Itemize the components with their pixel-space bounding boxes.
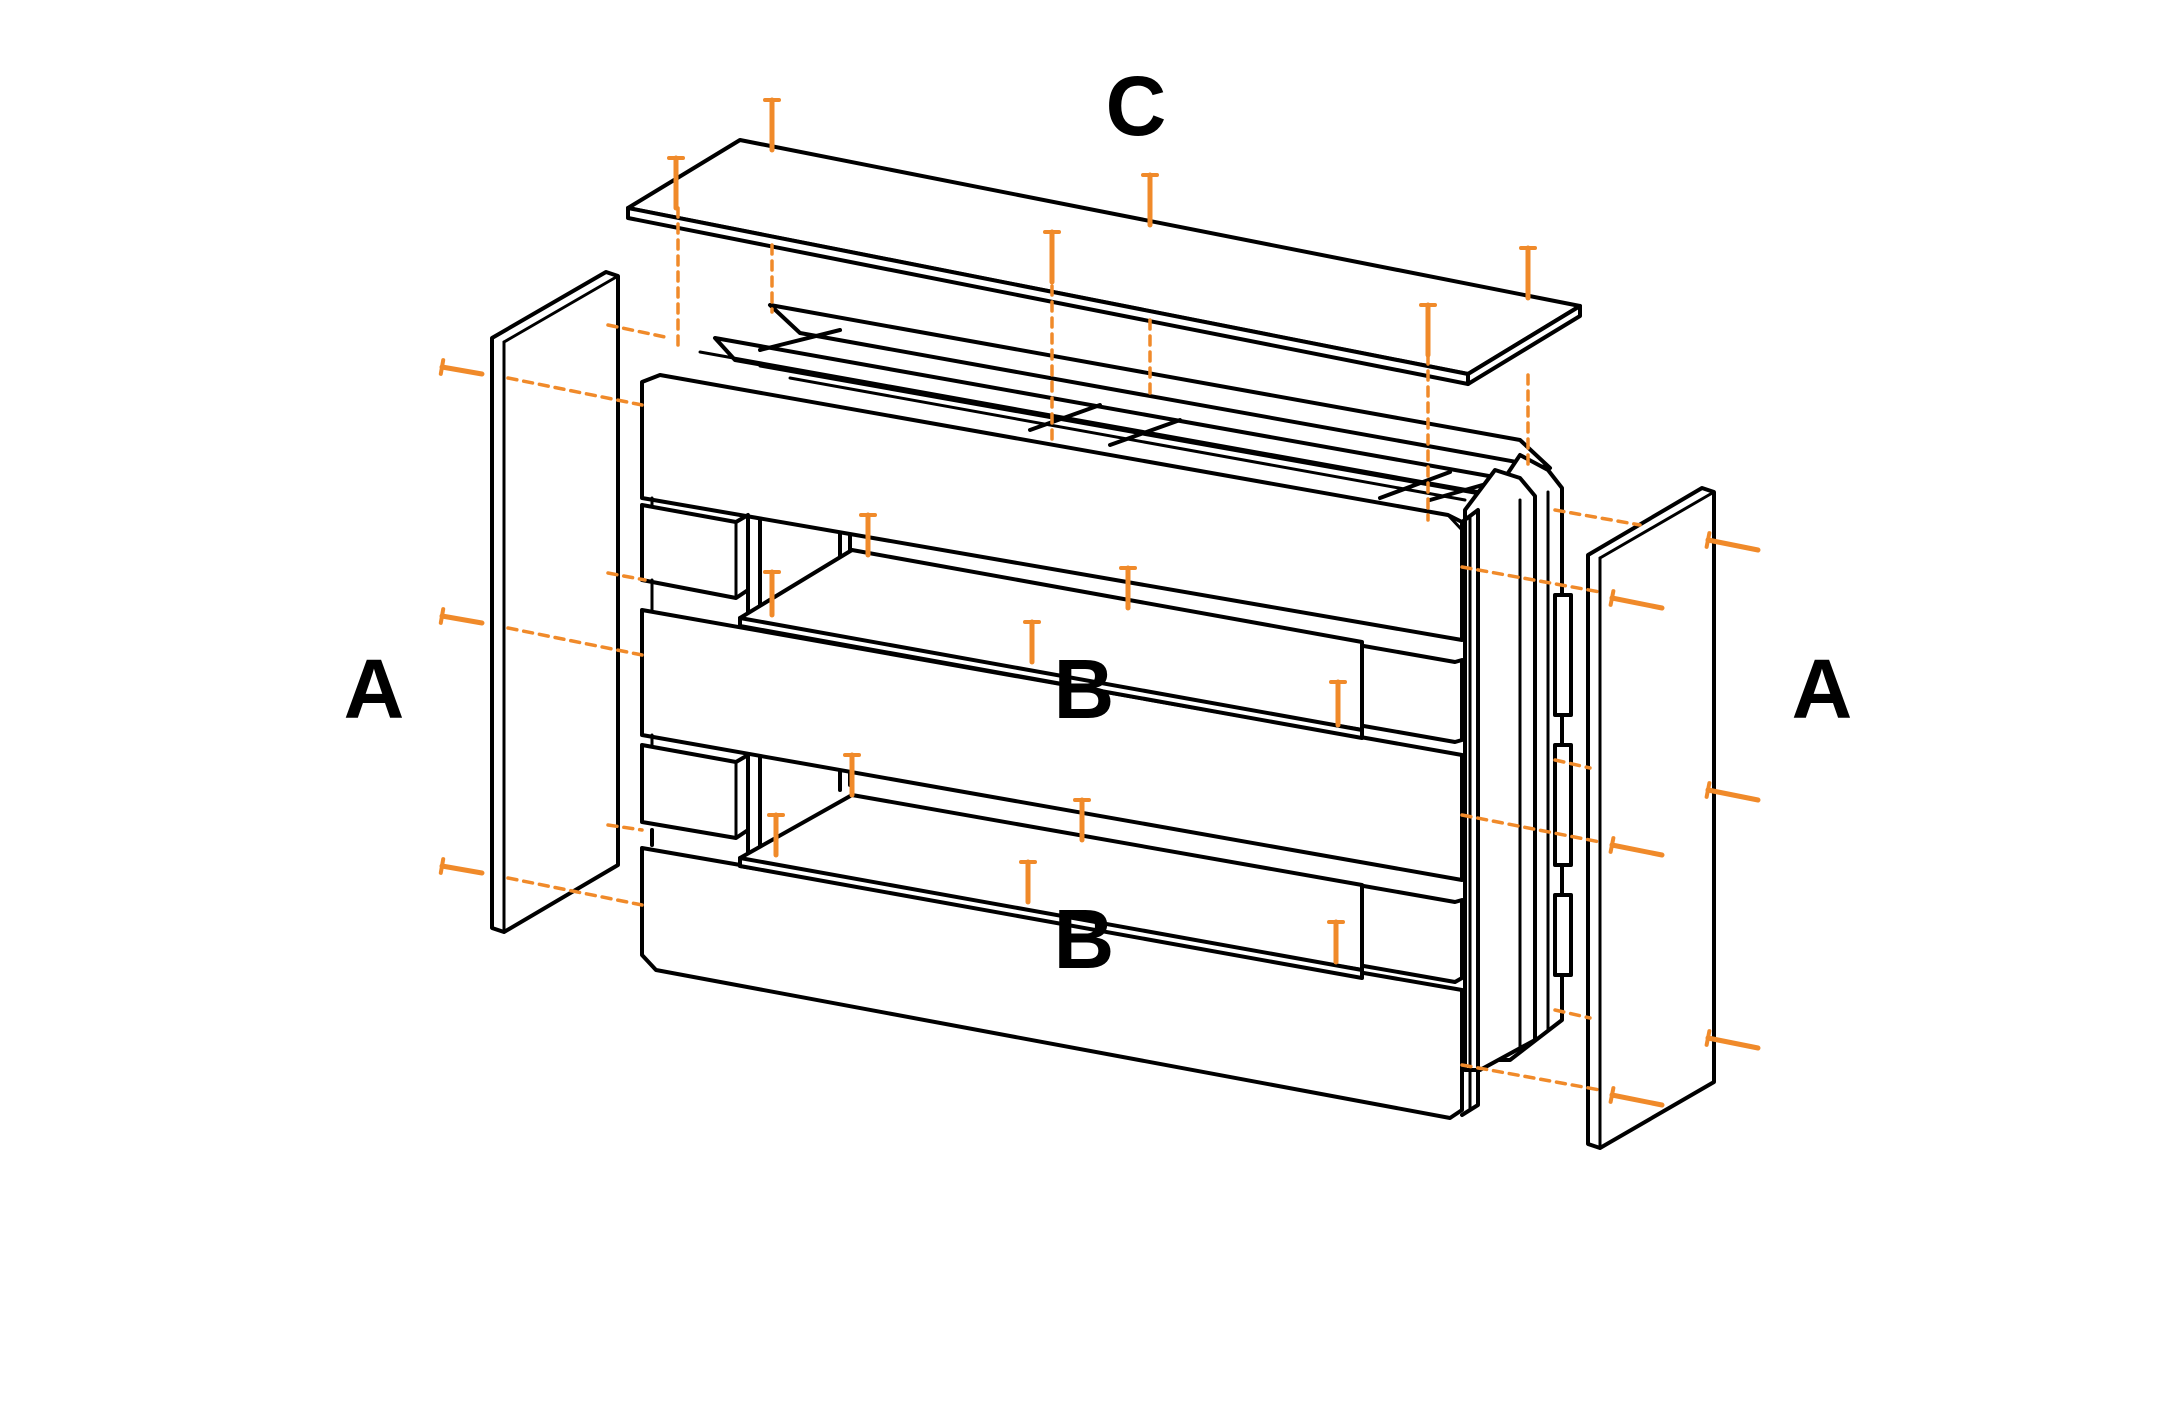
pallet-body (640, 303, 1573, 1120)
lower-shelf-b (738, 793, 1364, 980)
wood-screw-icon (1043, 229, 1061, 285)
right-side-panel-a (1586, 486, 1716, 1150)
wood-screw-icon (1327, 919, 1345, 965)
wood-screw-icon (859, 512, 877, 558)
guide-line (606, 571, 647, 582)
guide-line (1460, 565, 1602, 594)
wood-screw-icon (1608, 836, 1665, 858)
wood-screw-icon (1329, 679, 1347, 728)
guide-line (606, 823, 644, 832)
front-top-slat-bevel (1446, 513, 1464, 532)
wood-screw-icon (1419, 302, 1437, 358)
right-panel-top (1598, 490, 1716, 560)
guide-line (506, 876, 644, 907)
label-middle-shelf: B (1054, 642, 1115, 736)
label-lower-shelf: B (1054, 892, 1115, 986)
guide-line (1553, 508, 1642, 527)
wood-screw-icon (667, 155, 685, 211)
cross-block-top-1 (758, 328, 842, 352)
guide-line (606, 323, 667, 339)
wood-screw-icon (1519, 245, 1537, 301)
top-inner-rail-2 (758, 364, 1482, 496)
guide-lines (506, 206, 1642, 1092)
wood-screw-icon (843, 752, 861, 798)
guide-line (1553, 758, 1592, 770)
left-block-lower (640, 743, 750, 840)
right-back-block-3 (1553, 893, 1573, 977)
wood-screw-icon (767, 812, 785, 858)
top-panel-board (626, 138, 1582, 376)
wood-screw-icon (438, 857, 485, 876)
top-gap-line (698, 350, 1482, 494)
wood-screw-icon (1141, 172, 1159, 228)
wood-screw-icon (1023, 619, 1041, 665)
guide-line (506, 376, 644, 407)
guide-line (1460, 813, 1602, 844)
wood-screw-icon (763, 569, 781, 618)
guide-line (506, 626, 644, 657)
wood-screw-icon (1704, 531, 1761, 553)
wood-screw-icon (438, 358, 485, 377)
top-panel-c (626, 138, 1582, 386)
cross-block-top-3 (1108, 418, 1182, 447)
middle-shelf-b (738, 548, 1364, 740)
cross-block-top-2 (1028, 403, 1102, 432)
wood-screw-icon (1019, 859, 1037, 905)
label-left-side: A (344, 642, 405, 736)
wood-screw-icon (763, 97, 781, 153)
front-lower-slat (640, 846, 1464, 1120)
wood-screw-icon (1608, 1086, 1665, 1108)
lower-shelf-front-edge (738, 856, 1364, 980)
guide-line (1460, 1063, 1602, 1092)
screws (438, 97, 1761, 1108)
wood-screw-icon (438, 607, 485, 626)
right-block-lower (1356, 883, 1464, 984)
cross-block-top-4 (1378, 470, 1452, 500)
label-right-side: A (1792, 642, 1853, 736)
left-block-upper (640, 503, 750, 600)
wood-screw-icon (1704, 1029, 1761, 1051)
left-panel-board (490, 270, 620, 934)
wood-screw-icon (1073, 797, 1091, 843)
back-top-slat (768, 303, 1552, 470)
wood-screw-icon (1119, 565, 1137, 611)
left-side-panel-a (490, 270, 620, 934)
label-top-panel: C (1106, 59, 1167, 153)
top-panel-side-edge (1466, 304, 1582, 386)
wood-screw-icon (1608, 589, 1665, 611)
right-block-upper (1356, 643, 1464, 744)
top-inner-rail (788, 376, 1467, 502)
right-end-post-mid (1463, 468, 1537, 1072)
right-back-block-1 (1553, 593, 1573, 717)
wood-screw-icon (1704, 781, 1761, 803)
left-panel-top (502, 274, 620, 344)
right-panel-board (1586, 486, 1716, 1150)
guide-line (1553, 1008, 1592, 1020)
